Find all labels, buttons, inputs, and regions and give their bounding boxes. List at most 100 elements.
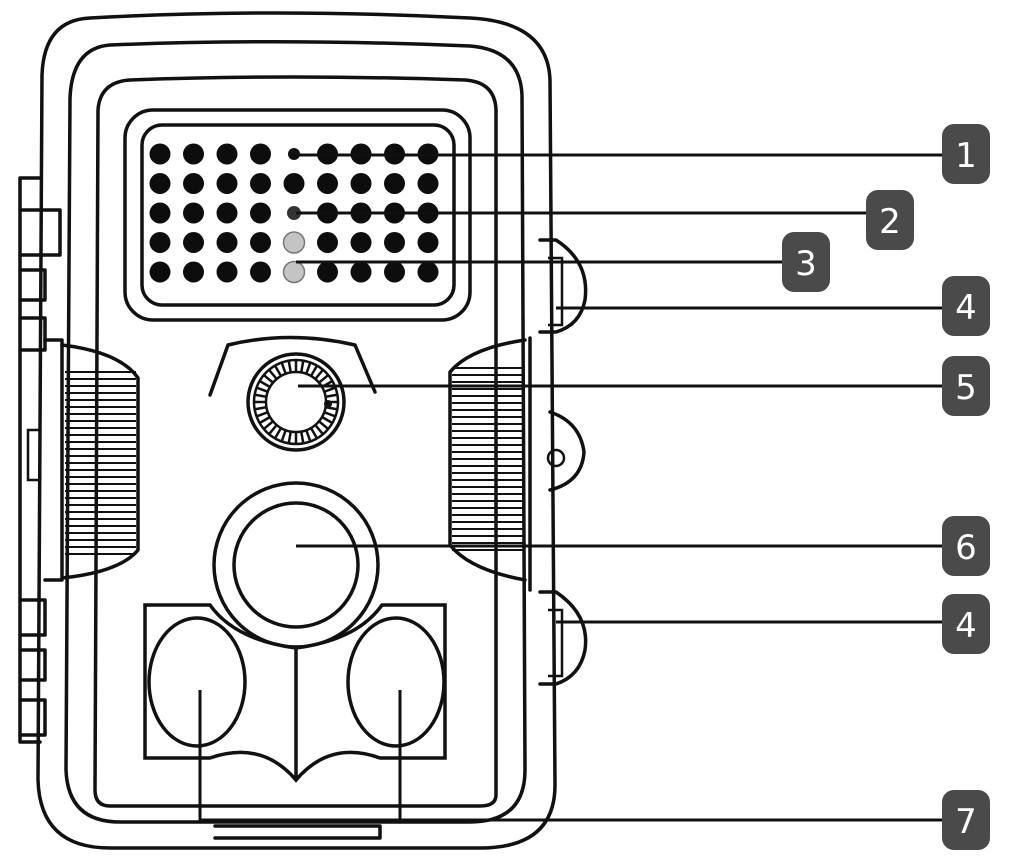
ir-led xyxy=(216,202,238,224)
callout-7-label: 7 xyxy=(955,802,977,842)
callout-4-lower: 4 xyxy=(942,594,990,654)
ir-led-panel xyxy=(123,108,472,322)
ir-led xyxy=(183,173,204,194)
upper-latch xyxy=(538,238,588,334)
left-strap-mount xyxy=(18,176,64,744)
lens-tooth xyxy=(259,380,270,388)
ir-led xyxy=(216,261,238,283)
ir-led xyxy=(417,173,439,194)
ir-led xyxy=(384,173,405,194)
main-pir-sensor xyxy=(212,481,380,649)
callout-2: 2 xyxy=(866,190,914,250)
ir-led xyxy=(149,261,171,283)
lens-tooth xyxy=(310,428,318,439)
ir-led xyxy=(149,202,171,224)
ir-led xyxy=(183,232,204,253)
ir-led xyxy=(350,173,372,194)
ir-led xyxy=(149,143,171,165)
lens-tooth xyxy=(318,420,329,430)
callout-5: 5 xyxy=(942,356,990,416)
lens-tooth xyxy=(300,432,305,443)
right-ribbed-grip xyxy=(448,338,527,582)
callout-3-label: 3 xyxy=(795,244,817,284)
lens-tooth xyxy=(255,393,266,398)
lens-hood xyxy=(208,335,377,397)
ir-led xyxy=(317,232,338,253)
lens-tooth xyxy=(324,386,335,393)
callout-6: 6 xyxy=(942,516,990,576)
ir-led xyxy=(149,173,171,194)
ir-led xyxy=(216,173,238,194)
camera-housing-outer xyxy=(36,11,557,850)
ir-led xyxy=(317,173,338,194)
sensor-3-lower xyxy=(282,260,306,284)
lens-tooth xyxy=(287,432,292,443)
callout-2-label: 2 xyxy=(879,202,901,242)
callout-1: 1 xyxy=(942,124,990,184)
ir-led xyxy=(183,143,204,165)
lens-tooth xyxy=(274,428,282,439)
lens-tooth xyxy=(314,424,324,435)
callout-6-label: 6 xyxy=(955,528,977,568)
ir-led xyxy=(350,261,372,283)
lens-tooth xyxy=(318,374,329,384)
ir-led xyxy=(216,232,238,253)
light-sensor xyxy=(288,148,300,160)
lens-tooth xyxy=(300,361,305,372)
front-panel xyxy=(93,75,498,808)
lens-tooth xyxy=(324,411,335,418)
ir-led xyxy=(384,232,405,253)
left-ribbed-grip xyxy=(60,343,140,580)
lens-tooth xyxy=(326,393,337,398)
side-pir-housing xyxy=(143,603,447,783)
ir-led xyxy=(149,232,171,253)
ir-led xyxy=(350,232,372,253)
lens-tooth xyxy=(280,363,287,374)
lens-tooth xyxy=(263,420,274,430)
ir-led xyxy=(183,202,204,224)
lens-tooth xyxy=(263,374,274,384)
lens-tooth xyxy=(257,411,268,418)
lens-tooth xyxy=(268,424,278,435)
ir-led xyxy=(216,143,238,165)
leader-lines xyxy=(198,153,942,822)
lens-tooth xyxy=(305,363,312,374)
hinge-tab xyxy=(546,410,586,492)
sensor-3 xyxy=(282,231,306,254)
ir-led xyxy=(417,261,439,283)
bottom-edge xyxy=(213,824,382,840)
callout-7: 7 xyxy=(942,790,990,850)
callout-4-upper: 4 xyxy=(942,276,990,336)
sensor-2 xyxy=(287,206,301,220)
camera-housing-inner xyxy=(64,39,527,824)
callout-1-label: 1 xyxy=(955,136,977,176)
callout-3: 3 xyxy=(782,232,830,292)
lens-tooth xyxy=(274,365,282,376)
ir-led xyxy=(417,232,439,253)
lens-tooth xyxy=(322,416,333,424)
camera-lens xyxy=(246,352,346,452)
ir-led xyxy=(250,232,271,253)
lower-latch xyxy=(538,590,588,686)
lens-tooth xyxy=(268,369,278,380)
callout-5-label: 5 xyxy=(955,368,977,408)
ir-led xyxy=(384,261,405,283)
ir-led xyxy=(283,173,305,194)
ir-led xyxy=(183,261,204,283)
ir-led xyxy=(317,261,338,283)
lens-tooth xyxy=(287,361,292,372)
callout-4-lower-label: 4 xyxy=(955,606,977,646)
lens-tooth xyxy=(310,365,318,376)
callout-4-upper-label: 4 xyxy=(955,288,977,328)
lens-tooth xyxy=(280,430,287,441)
ir-led xyxy=(250,143,271,165)
lens-tooth xyxy=(305,430,312,441)
lens-tooth xyxy=(255,406,266,411)
ir-led xyxy=(250,261,271,283)
lens-tooth xyxy=(259,416,270,424)
ir-led xyxy=(250,173,271,194)
lens-tooth xyxy=(314,369,324,380)
ir-led xyxy=(250,202,271,224)
lens-tooth xyxy=(257,386,268,393)
